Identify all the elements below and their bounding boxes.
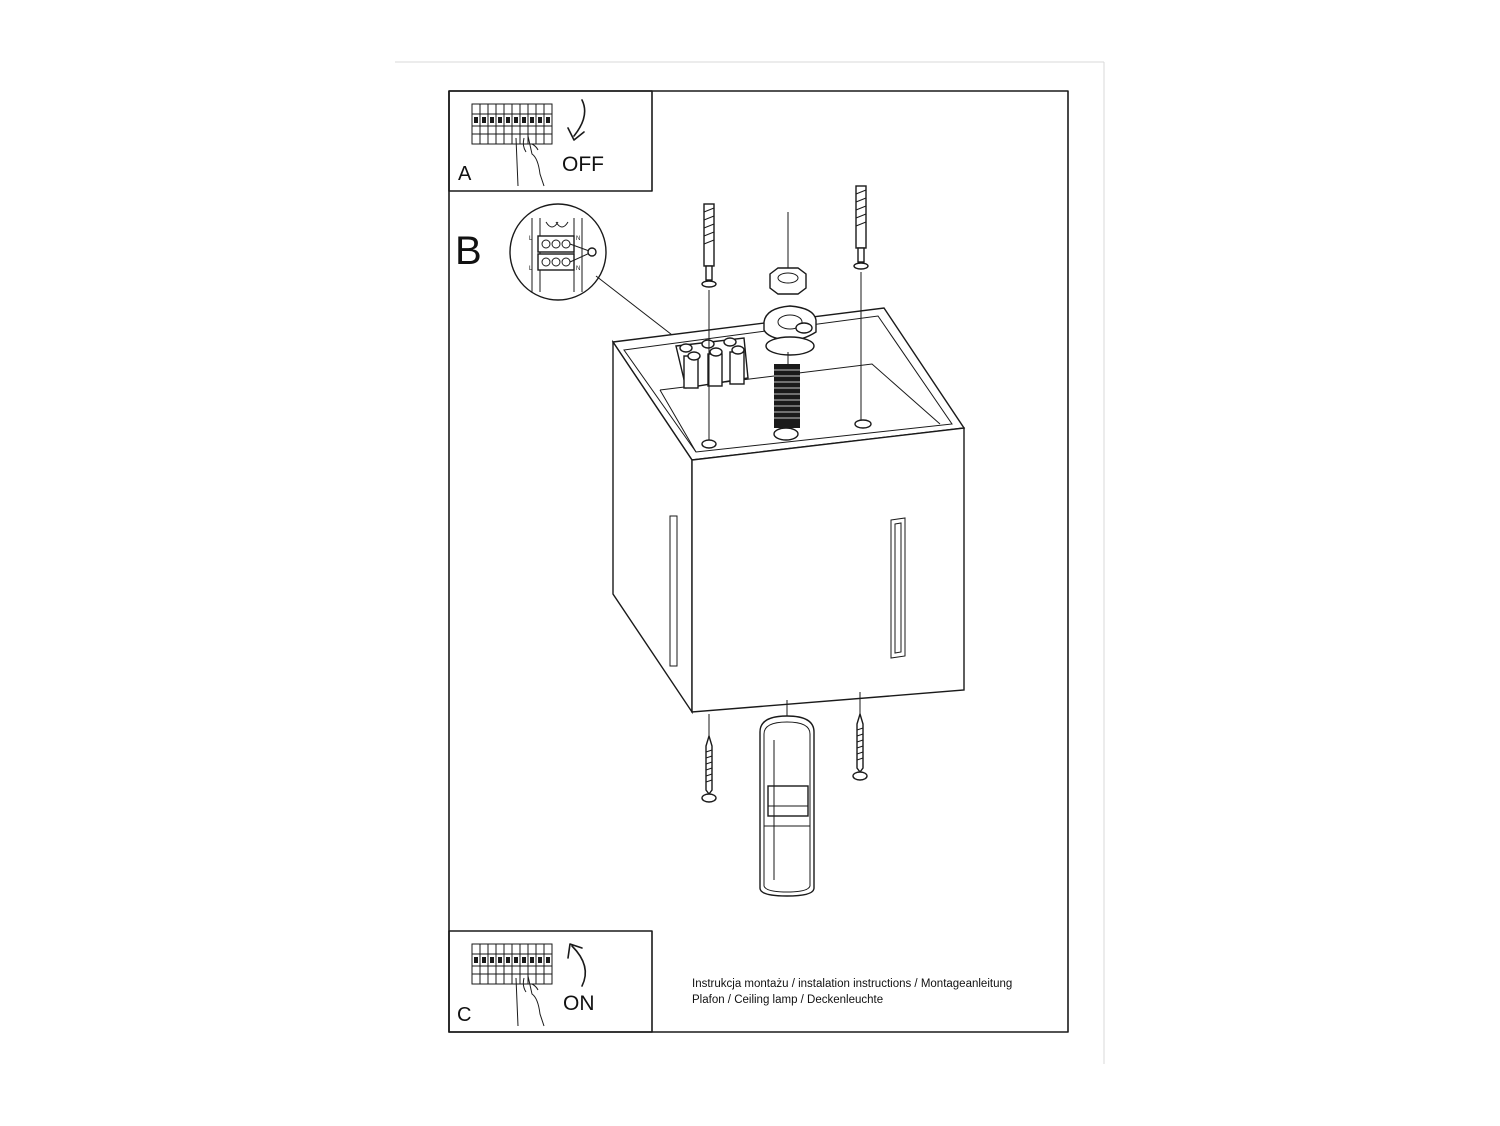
center-mount-icon (763, 212, 817, 428)
step-a-panel: A OFF (448, 90, 653, 192)
step-a-letter: A (458, 163, 472, 185)
off-label: OFF (562, 153, 604, 176)
terminal-block-icon (675, 337, 749, 389)
detail-leader-line (595, 275, 677, 339)
step-c-letter: C (457, 1004, 471, 1026)
screw-right-icon (852, 691, 868, 781)
step-b-letter: B (455, 229, 482, 273)
terminal-detail-icon: L N L N (509, 203, 607, 301)
terminal-label-l-bottom: L (529, 266, 533, 272)
terminal-label-n-bottom: N (576, 266, 580, 272)
diagram-frame (448, 90, 1069, 1033)
terminal-label-l-top: L (529, 236, 533, 242)
terminal-label-n-top: N (576, 236, 580, 242)
caption-line-2: Plafon / Ceiling lamp / Deckenleuchte (692, 994, 883, 1006)
breaker-panel-icon (471, 103, 553, 187)
step-b-panel: B L N L N (455, 203, 677, 339)
arrow-up-icon (567, 943, 587, 987)
step-c-panel: C ON (448, 930, 653, 1033)
wall-plug-left-icon (701, 203, 717, 288)
arrow-down-icon (567, 99, 586, 141)
breaker-panel-icon-c (471, 943, 553, 1027)
wall-plug-right-icon (853, 185, 869, 270)
on-label: ON (563, 992, 595, 1015)
screw-left-icon (701, 713, 717, 803)
bulb-icon (759, 700, 815, 897)
caption-line-1: Instrukcja montażu / instalation instruc… (692, 978, 1012, 990)
